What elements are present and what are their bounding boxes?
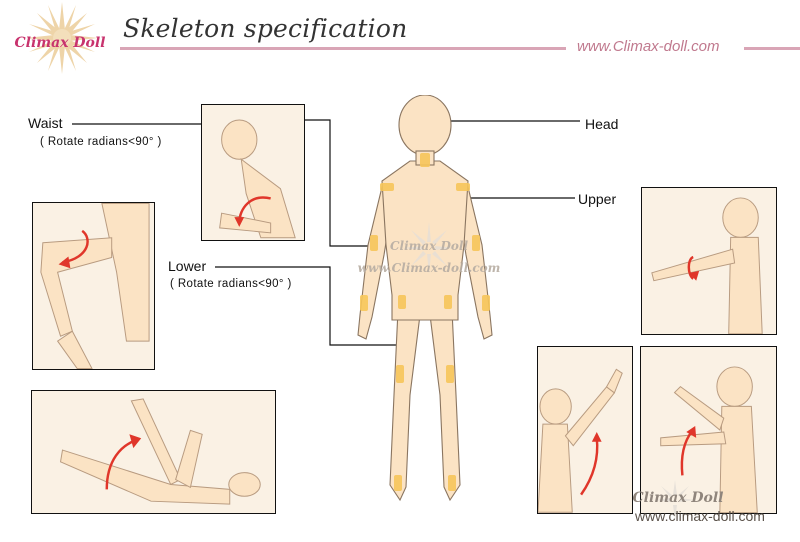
central-body-figure — [357, 95, 493, 502]
lower-rotation-note: ( Rotate radians<90° ) — [170, 278, 292, 290]
panel-elbow-bend — [640, 346, 777, 514]
hip-rotation-illustration — [40, 203, 150, 369]
bottom-watermark-brand: Climax Doll — [633, 490, 724, 506]
logo-brand-text: Climax Doll — [15, 35, 106, 51]
leg-raise-illustration — [59, 398, 261, 505]
panel-waist-rotation — [201, 104, 305, 241]
center-watermark: Climax Doll www.Climax-doll.com — [358, 222, 501, 275]
panel-forearm-raise — [537, 346, 633, 514]
rotation-arrow — [580, 437, 599, 496]
joint-markers — [360, 153, 490, 491]
forearm-raise-illustration — [538, 368, 623, 513]
head-label: Head — [585, 116, 619, 132]
climax-doll-logo: Climax Doll — [15, 2, 106, 74]
bottom-watermark-url: www.climax-doll.com — [634, 508, 765, 524]
page-title: Skeleton specification — [123, 14, 408, 43]
center-watermark-brand: Climax Doll — [390, 239, 468, 253]
right-leg — [429, 309, 461, 502]
upper-label: Upper — [578, 191, 617, 207]
rotation-arrow — [687, 255, 695, 280]
elbow-bend-illustration — [660, 366, 758, 513]
lower-label: Lower — [168, 258, 207, 274]
panel-leg-raise — [31, 390, 276, 514]
bottom-watermark: Climax Doll www.climax-doll.com — [633, 480, 765, 524]
panel-hip-rotation — [32, 202, 155, 370]
website-link[interactable]: www.Climax-doll.com — [577, 38, 720, 55]
left-leg — [389, 309, 421, 502]
torso — [381, 160, 469, 321]
header-divider-right — [744, 47, 800, 50]
waist-rotation-note: ( Rotate radians<90° ) — [40, 136, 162, 148]
waist-label: Waist — [28, 115, 63, 131]
center-watermark-url: www.Climax-doll.com — [358, 261, 501, 275]
header-divider — [120, 47, 566, 50]
waist-rotation-illustration — [219, 119, 296, 239]
panel-arm-raise — [641, 187, 777, 335]
arm-raise-illustration — [651, 197, 763, 334]
head — [398, 95, 452, 156]
